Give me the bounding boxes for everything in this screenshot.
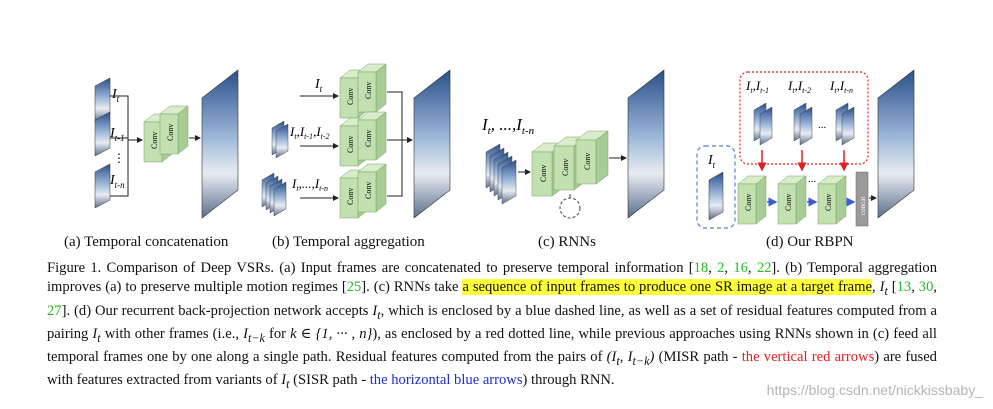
input-frame-a-t1 [94,111,111,157]
pair-frames-1 [753,102,773,146]
label-d-pair2: It,It-2 [787,78,811,95]
input-stack-c [485,143,517,205]
subcaption-b: (b) Temporal aggregation [272,234,425,250]
label-c-sequence: It, ...,It-n [481,115,535,137]
subcaption-a: (a) Temporal concatenation [64,234,229,250]
watermark-url: https://blog.csdn.net/nickkissbaby_ [766,382,983,398]
panel-b: It It,It-1,It-2 It,...,It-n Conv Conv [261,63,451,219]
citation-link[interactable]: 30 [918,279,934,296]
concat-block: concat [855,171,869,227]
conv-label-d2: Conv [784,194,793,211]
subcaption-c: (c) RNNs [538,234,596,250]
citation-link[interactable]: 27 [47,302,62,319]
citation-link[interactable]: 25 [346,279,362,296]
conv-label-a2: Conv [166,124,175,141]
conv-label-b3a: Conv [346,188,355,205]
blue-path-text: the horizontal blue arrows [369,372,523,389]
input-frame-d-t [708,171,724,221]
label-a-itn: It-n [109,173,125,190]
highlighted-text: a sequence of input frames to produce on… [462,279,872,296]
panel-a: It It-1 ⋮ It-n Conv Conv [94,69,239,219]
conv-label-d1: Conv [744,194,753,211]
citation-link[interactable]: 18 [693,260,709,276]
conv-block-c3: Conv [575,130,609,185]
conv-label-c1: Conv [539,165,548,182]
conv-label-b1b: Conv [364,82,373,99]
conv-row-b2: Conv Conv [339,111,387,167]
conv-block-d1: Conv [737,175,767,225]
sisr-blue-dashed-box [696,145,736,229]
citation-link[interactable]: 22 [756,260,772,276]
conv-label-a1: Conv [150,132,159,149]
subcaption-d: (d) Our RBPN [766,234,854,250]
citation-link[interactable]: 16 [733,260,748,276]
panel-c: It, ...,It-n Conv Conv Conv [481,69,665,219]
concat-label: concat [859,197,867,215]
conv-label-c2: Conv [561,159,570,176]
conv-label-b1a: Conv [346,88,355,105]
label-d-dots-mid: ... [808,173,817,185]
conv-row-b1: Conv Conv [339,63,387,119]
conv-block-d3: Conv [817,175,847,225]
citation-link[interactable]: 2 [717,260,725,276]
conv-label-d3: Conv [824,194,833,211]
conv-label-b2b: Conv [364,130,373,147]
label-d-pair1: It,It-1 [745,78,769,95]
panel-d: It,It-1 It,It-2 It,It-n ... It [696,69,915,229]
label-a-it1: It-1 [109,126,125,143]
label-b-group2: It,It-1,It-2 [289,124,330,141]
label-d-dots-top: ... [818,119,827,131]
label-d-it: It [707,153,716,170]
conv-label-c3: Conv [583,153,592,170]
pair-frames-n [835,102,855,146]
input-frame-a-tn [94,163,111,209]
label-a-dots: ⋮ [113,151,125,165]
conv-label-b3b: Conv [364,182,373,199]
pair-frames-2 [793,102,813,146]
figure-diagram: It It-1 ⋮ It-n Conv Conv [94,63,915,229]
recurrent-loop [559,197,581,219]
label-b-group3: It,...,It-n [291,176,328,193]
conv-row-b3: Conv Conv [339,163,387,219]
citation-link[interactable]: 13 [896,279,912,296]
conv-block-d2: Conv [777,175,807,225]
conv-label-b2a: Conv [346,136,355,153]
conv-block-a2: Conv [159,105,189,155]
input-stack-b3 [261,172,287,217]
output-frame-a [201,69,239,219]
input-stack-b2 [271,120,289,159]
output-frame-d [877,69,915,219]
red-path-text: the vertical red arrows [741,348,875,365]
output-frame-c [627,69,665,219]
label-b-it: It [314,77,323,94]
figure-caption: Figure 1. Comparison of Deep VSRs. (a) I… [47,260,938,392]
label-d-pairn: It,It-n [829,78,853,95]
output-frame-b [413,69,451,219]
